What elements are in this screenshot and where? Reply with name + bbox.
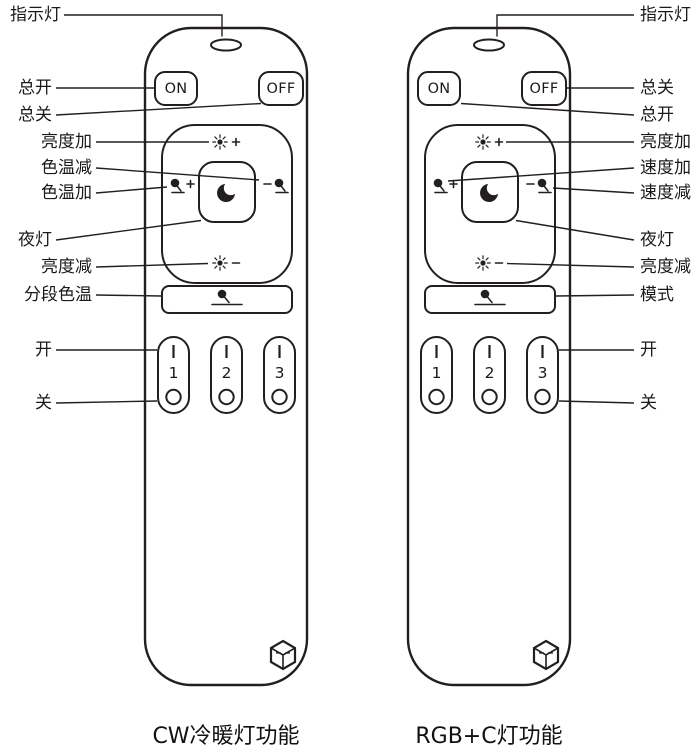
callout-label-mode-right: 模式: [640, 285, 674, 305]
key-2-label: 2: [484, 364, 495, 382]
key-1-button: [157, 336, 190, 414]
key-3-button: [526, 336, 559, 414]
callout-label-indicator-left: 指示灯: [10, 5, 61, 25]
callout-line-key-off: [558, 400, 635, 404]
remote-cw: [143, 26, 309, 687]
key-circle-icon: [481, 388, 498, 406]
callout-label-night-light-right: 夜灯: [640, 230, 674, 250]
key-2-button: [210, 336, 243, 414]
key-bar-icon: [541, 345, 544, 358]
callout-line-master-on: [460, 102, 635, 116]
callout-label-key-on-right: 开: [640, 340, 657, 360]
night-light-icon: [217, 184, 235, 202]
callout-label-key-off-right: 关: [640, 393, 657, 413]
indicator-light: [473, 38, 505, 52]
off-button-label: OFF: [529, 80, 559, 97]
callout-line-cct-down: [95, 167, 260, 181]
on-button: [417, 71, 461, 106]
night-light-button: [198, 161, 256, 223]
key-bar-icon: [225, 345, 228, 358]
key-3-button: [263, 336, 296, 414]
callout-label-cct-down-left: 色温减: [41, 158, 92, 178]
callout-label-master-off-right: 总关: [640, 78, 674, 98]
caption-rgbc-function: RGB+C灯功能: [415, 724, 563, 749]
night-light-button: [461, 161, 519, 223]
callout-line-key-off: [55, 400, 158, 404]
key-bar-icon: [278, 345, 281, 358]
callout-label-key-on-left: 开: [35, 340, 52, 360]
brightness-up-icon: [212, 134, 241, 150]
callout-lines-right: [447, 14, 635, 404]
key-2-button: [473, 336, 506, 414]
brightness-down-icon: [475, 255, 504, 271]
callout-label-brightness-down-left: 亮度减: [41, 257, 92, 277]
key-circle-icon: [165, 388, 182, 406]
mode-lamp-icon: [474, 289, 506, 306]
brand-logo-icon: [269, 639, 297, 671]
callout-line-master-off: [55, 102, 262, 116]
key-circle-icon: [534, 388, 551, 406]
key-circle-icon: [428, 388, 445, 406]
caption-cw-function: CW冷暖灯功能: [152, 724, 300, 749]
key-1-label: 1: [168, 364, 179, 382]
callout-line-mode: [555, 294, 635, 297]
mode-lamp-icon: [211, 289, 243, 306]
speed-up-icon: [433, 178, 458, 194]
on-button-label: ON: [164, 80, 188, 97]
brightness-up-icon: [475, 134, 504, 150]
off-button: [521, 71, 567, 106]
callout-label-brightness-down-right: 亮度减: [640, 257, 691, 277]
key-bar-icon: [488, 345, 491, 358]
callout-line-cct-up: [95, 186, 168, 194]
speed-down-icon: [526, 178, 552, 194]
callout-line-speed-up: [447, 167, 635, 182]
callout-label-master-on-right: 总开: [640, 105, 674, 125]
off-button-label: OFF: [266, 80, 296, 97]
callout-lines-left: [55, 14, 262, 404]
key-circle-icon: [271, 388, 288, 406]
callout-label-night-light-left: 夜灯: [18, 230, 52, 250]
key-3-label: 3: [274, 364, 285, 382]
cct-up-icon: [170, 178, 195, 194]
callout-label-speed-up-right: 速度加: [640, 158, 691, 178]
callout-label-key-off-left: 关: [35, 393, 52, 413]
callout-line-brightness-down: [506, 262, 635, 268]
key-3-label: 3: [537, 364, 548, 382]
indicator-light: [210, 38, 242, 52]
callout-label-brightness-up-left: 亮度加: [41, 132, 92, 152]
callout-line-night-light: [515, 219, 635, 241]
key-1-label: 1: [431, 364, 442, 382]
callout-label-segment-cct-left: 分段色温: [24, 285, 92, 305]
callout-line-segment-cct: [95, 294, 162, 297]
key-1-button: [420, 336, 453, 414]
on-button: [154, 71, 198, 106]
key-bar-icon: [435, 345, 438, 358]
key-bar-icon: [172, 345, 175, 358]
key-circle-icon: [218, 388, 235, 406]
brightness-down-icon: [212, 255, 241, 271]
off-button: [258, 71, 304, 106]
callout-label-brightness-up-right: 亮度加: [640, 132, 691, 152]
night-light-icon: [480, 184, 498, 202]
on-button-label: ON: [427, 80, 451, 97]
callout-line-brightness-down: [95, 262, 209, 268]
callout-line-speed-down: [552, 187, 635, 194]
callout-line-night-light: [55, 219, 202, 241]
callout-label-master-on-left: 总开: [18, 78, 52, 98]
cct-down-icon: [263, 178, 289, 194]
key-2-label: 2: [221, 364, 232, 382]
brand-logo-icon: [532, 639, 560, 671]
callout-label-speed-down-right: 速度减: [640, 183, 691, 203]
callout-label-master-off-left: 总关: [18, 105, 52, 125]
callout-line-indicator: [64, 14, 223, 37]
callout-line-indicator: [496, 14, 634, 37]
callout-label-indicator-right: 指示灯: [640, 5, 691, 25]
callout-label-cct-up-left: 色温加: [41, 183, 92, 203]
remote-rgbc: [406, 26, 572, 687]
